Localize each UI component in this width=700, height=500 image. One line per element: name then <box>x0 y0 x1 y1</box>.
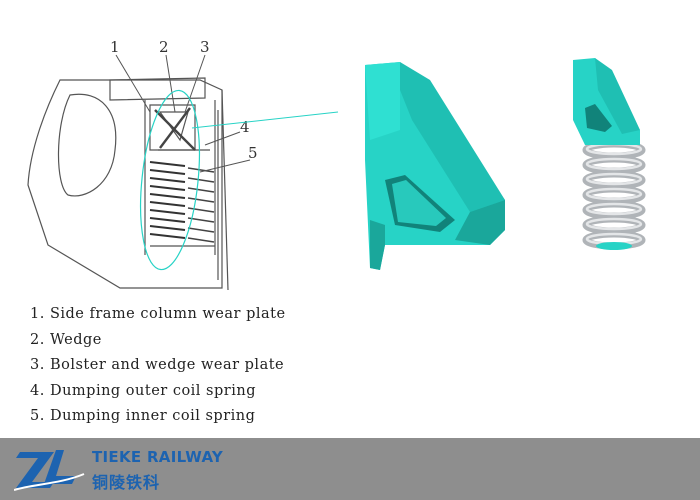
wedge-drawing <box>154 107 196 151</box>
callout-1: 1 <box>110 38 120 56</box>
suspension-diagram: 1 2 3 4 5 <box>27 38 646 291</box>
highlight-ellipse <box>140 89 200 271</box>
legend-item-2: 2. Wedge <box>30 331 102 348</box>
callout-numbers: 1 2 3 4 5 <box>110 38 258 162</box>
footer-brand-bar: TIEKE RAILWAY 铜陵铁科 <box>0 438 700 500</box>
zoom-connector-line <box>191 111 339 129</box>
outer-coil-spring-drawing <box>187 167 215 243</box>
legend-item-4: 4. Dumping outer coil spring <box>30 382 256 399</box>
side-frame-drawing <box>27 77 229 291</box>
wedge-3d-render <box>365 62 505 270</box>
legend-item-3: 3. Bolster and wedge wear plate <box>30 357 285 373</box>
tieke-logo-icon <box>14 450 85 491</box>
callout-4: 4 <box>240 118 250 136</box>
callout-3: 3 <box>200 38 210 56</box>
callout-5: 5 <box>248 144 258 162</box>
callout-2: 2 <box>159 38 169 56</box>
spring-inner-coil <box>596 242 632 250</box>
brand-name-cn: 铜陵铁科 <box>92 473 161 492</box>
legend-item-5: 5. Dumping inner coil spring <box>30 408 256 424</box>
spring-wedge-3d-render <box>573 58 646 250</box>
brand-name-en: TIEKE RAILWAY <box>92 448 224 466</box>
legend-item-1: 1. Side frame column wear plate <box>30 306 286 322</box>
leader-lines <box>115 54 251 173</box>
inner-coil-spring-drawing <box>149 161 186 239</box>
parts-legend: 1. Side frame column wear plate 2. Wedge… <box>30 302 286 430</box>
